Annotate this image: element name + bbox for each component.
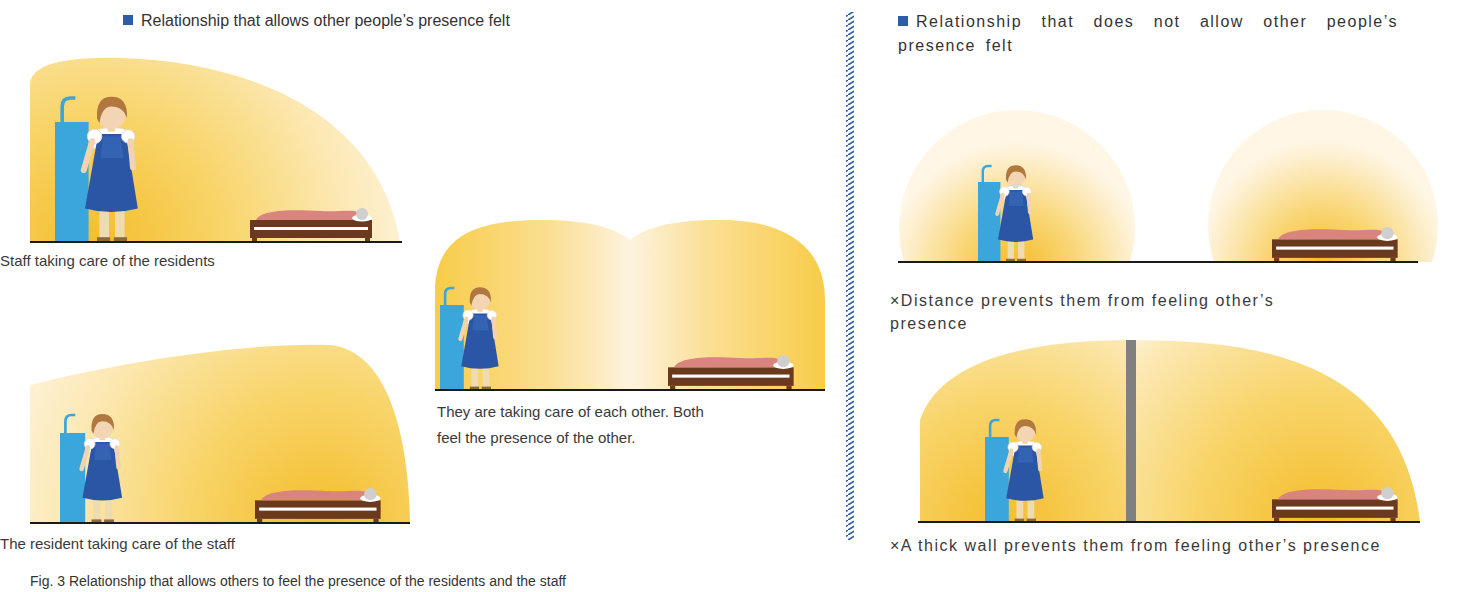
heading-text: Relationship that does not allow other p… — [898, 13, 1398, 54]
floor-line — [30, 241, 402, 243]
presence-glow — [920, 340, 1131, 522]
resident-bed — [250, 208, 372, 242]
floor-line — [918, 521, 1420, 523]
glow-panel: The resident taking care of the staff — [30, 340, 410, 523]
section-heading: Relationship that does not allow other p… — [898, 10, 1398, 58]
glow-panel: They are taking care of each other. Both… — [435, 218, 825, 390]
resident-bed — [255, 488, 381, 523]
presence-glow — [30, 345, 410, 523]
bullet-square — [898, 16, 908, 26]
resident-bed — [1272, 487, 1398, 522]
staff-figure — [55, 97, 138, 242]
bullet-square — [123, 15, 133, 25]
panel-caption: The resident taking care of the staff — [0, 535, 380, 553]
glow-panel: ×Distance prevents them from feeling oth… — [898, 108, 1420, 262]
panel-caption: They are taking care of each other. Both… — [437, 399, 709, 451]
presence-glow — [30, 58, 400, 242]
figure-caption: Fig. 3 Relationship that allows others t… — [30, 573, 566, 590]
staff-figure — [985, 419, 1044, 522]
staff-figure — [440, 287, 499, 390]
panel-caption: Staff taking care of the residents — [0, 252, 380, 270]
resident-bed — [1272, 227, 1398, 262]
separate-glows — [899, 110, 1438, 262]
floor-line — [435, 389, 825, 391]
staff-figure — [60, 414, 122, 523]
section-heading: Relationship that allows other people’s … — [123, 9, 743, 33]
glow-panel: ×A thick wall prevents them from feeling… — [920, 340, 1420, 522]
presence-glow — [1131, 340, 1420, 522]
floor-line — [30, 522, 410, 524]
mutual-glow — [435, 220, 825, 390]
section-divider — [846, 12, 854, 540]
heading-text: Relationship that allows other people’s … — [141, 12, 510, 29]
glow-panel: Staff taking care of the residents — [30, 55, 405, 242]
panel-caption: ×A thick wall prevents them from feeling… — [890, 534, 1400, 557]
floor-line — [898, 261, 1418, 263]
thick-wall — [1126, 340, 1136, 522]
panel-caption: ×Distance prevents them from feeling oth… — [890, 289, 1350, 335]
resident-bed — [668, 355, 794, 390]
staff-figure — [978, 165, 1033, 262]
